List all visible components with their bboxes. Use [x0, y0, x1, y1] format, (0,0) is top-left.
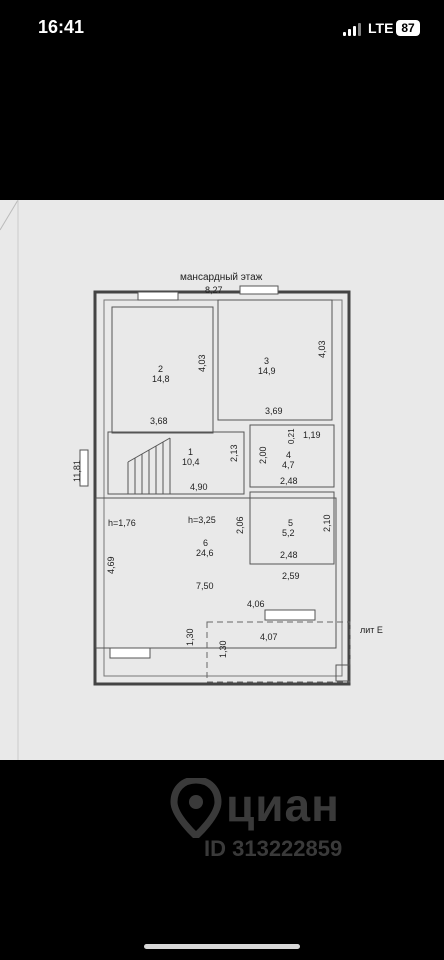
- height-2: h=3,25: [188, 515, 216, 525]
- status-time: 16:41: [38, 17, 85, 37]
- overall-width: 8,27: [205, 285, 223, 295]
- signal-icon: [343, 22, 363, 36]
- dim-terrace-side: 1,30: [218, 640, 228, 658]
- location-pin-icon: [170, 778, 222, 838]
- room-4-area: 4,7: [282, 460, 295, 470]
- dim-terrace-bottom: 4,07: [260, 632, 278, 642]
- room-6-dim-a: 4,69: [106, 556, 116, 574]
- status-bar: 16:41 LTE 87: [0, 0, 444, 60]
- room-5-num: 5: [288, 518, 293, 528]
- room-5-dim-b: 2,48: [280, 550, 298, 560]
- lit-label: лит Е: [360, 625, 383, 635]
- height-1: h=1,76: [108, 518, 136, 528]
- floor-plan-drawing: мансардный этаж 8,27 11,81 2 14,8 4,03 3…: [0, 200, 383, 760]
- cian-watermark: циан ID 313222859: [170, 778, 410, 868]
- room-4-dim-a: 2,00: [258, 446, 268, 464]
- room-6-dim-d: 2,59: [282, 571, 300, 581]
- room-6-dim-c: 2,06: [235, 516, 245, 534]
- room-2-num: 2: [158, 364, 163, 374]
- room-2-dim-a: 4,03: [197, 354, 207, 372]
- room-1-dim-b: 4,90: [190, 482, 208, 492]
- dim-terrace-top: 4,06: [247, 599, 265, 609]
- floor-title: мансардный этаж: [180, 272, 263, 283]
- room-6-dim-b: 7,50: [196, 581, 214, 591]
- battery-icon: 87: [396, 20, 420, 36]
- room-1-area: 10,4: [182, 457, 200, 467]
- network-type: LTE: [368, 20, 394, 36]
- room-4-dim-c: 1,19: [303, 430, 321, 440]
- room-2-dim-b: 3,68: [150, 416, 168, 426]
- room-1-dim-a: 2,13: [229, 444, 239, 462]
- room-6-area: 24,6: [196, 548, 214, 558]
- room-4-dim-b: 2,48: [280, 476, 298, 486]
- room-3-dim-b: 3,69: [265, 406, 283, 416]
- overall-depth: 11,81: [72, 460, 82, 482]
- room-6-num: 6: [203, 538, 208, 548]
- room-3-area: 14,9: [258, 366, 276, 376]
- floor-plan-photo[interactable]: мансардный этаж 8,27 11,81 2 14,8 4,03 3…: [0, 200, 444, 760]
- room-3-dim-a: 4,03: [317, 340, 327, 358]
- room-2-area: 14,8: [152, 374, 170, 384]
- room-4-num: 4: [286, 450, 291, 460]
- room-4-dim-d: 0,21: [287, 428, 296, 444]
- room-1-num: 1: [188, 447, 193, 457]
- room-3-num: 3: [264, 356, 269, 366]
- room-6-dim-e: 1,30: [185, 628, 195, 646]
- room-5-area: 5,2: [282, 528, 295, 538]
- watermark-brand: циан: [226, 779, 340, 831]
- watermark-id: ID 313222859: [204, 836, 343, 861]
- home-indicator[interactable]: [144, 944, 300, 949]
- room-5-dim-a: 2,10: [322, 514, 332, 532]
